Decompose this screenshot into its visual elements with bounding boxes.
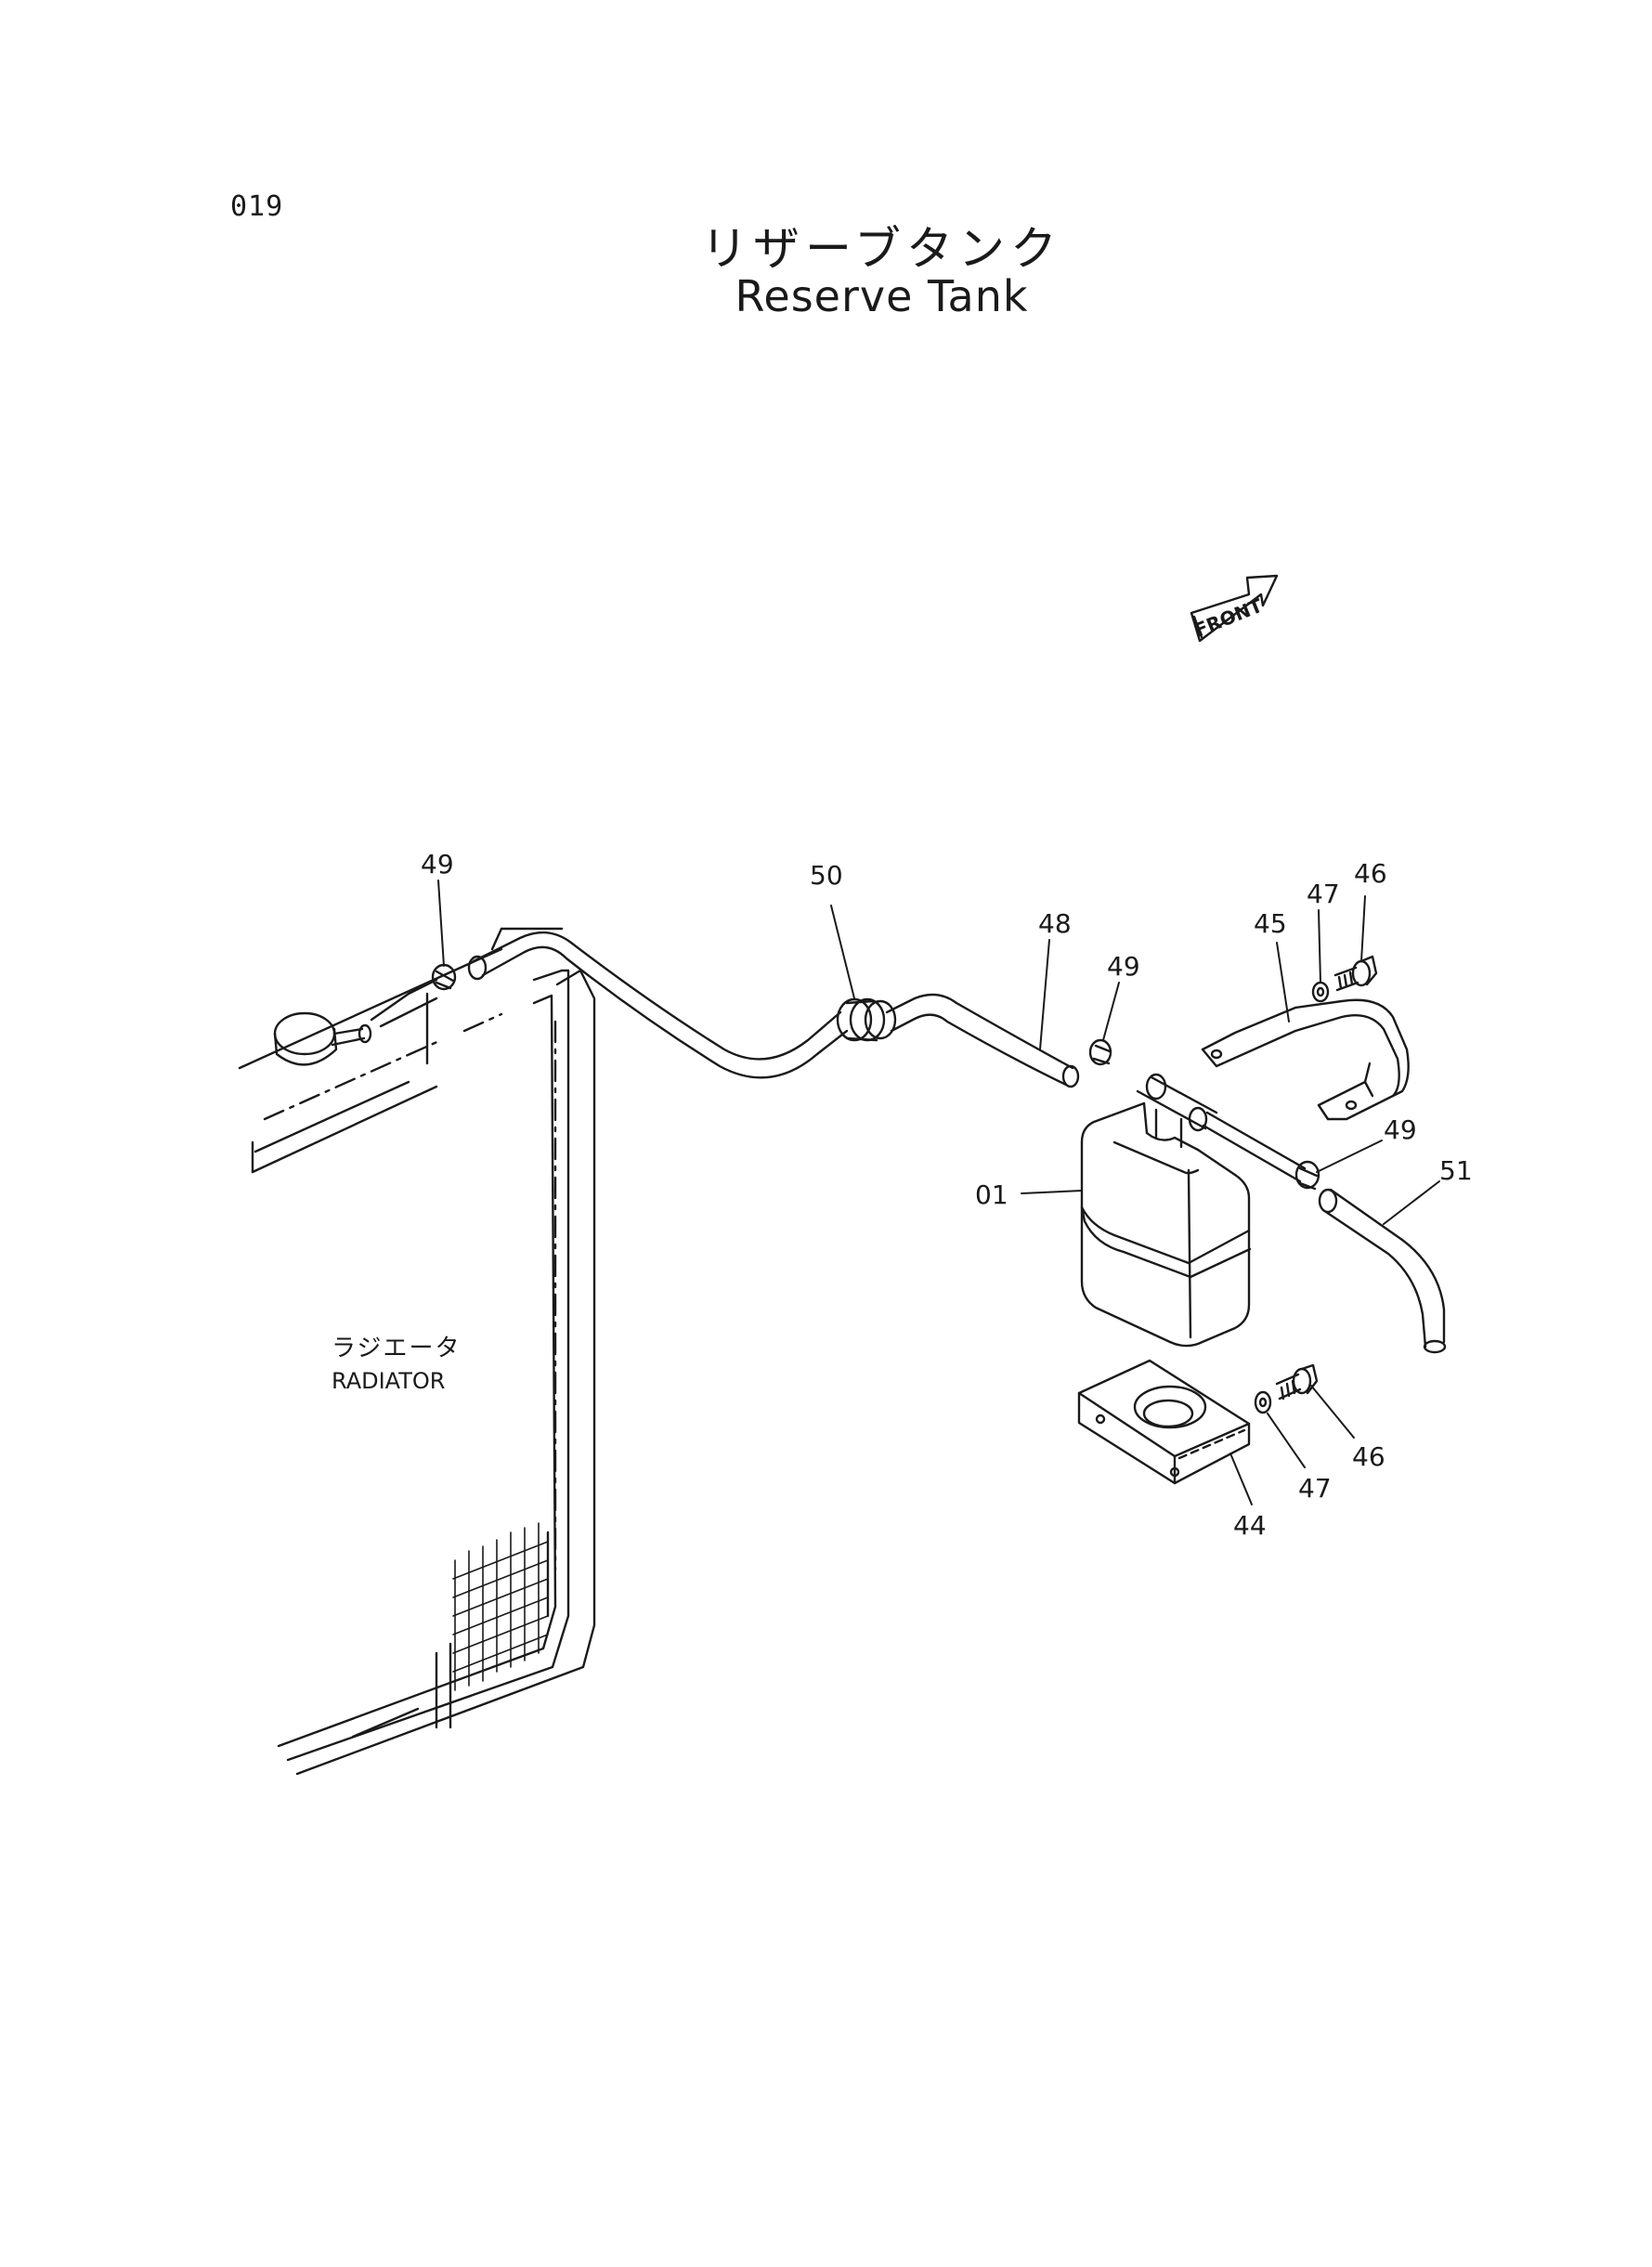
callout-01: 01 bbox=[975, 1179, 1008, 1210]
hose-48 bbox=[885, 993, 1080, 1088]
base-plate-44 bbox=[1077, 1359, 1251, 1485]
radiator-cap bbox=[273, 978, 438, 1066]
callout-44: 44 bbox=[1233, 1510, 1267, 1541]
bolt-46-upper bbox=[1333, 955, 1378, 992]
leader-49-radiator bbox=[437, 879, 445, 967]
callout-47-upper: 47 bbox=[1307, 879, 1340, 909]
radiator-label-english: RADIATOR bbox=[332, 1368, 445, 1394]
washer-47-upper bbox=[1311, 981, 1330, 1003]
leader-46-lower bbox=[1310, 1385, 1355, 1439]
tank-connector bbox=[1136, 1073, 1307, 1183]
callout-47-lower: 47 bbox=[1298, 1473, 1332, 1504]
leader-49-right bbox=[1316, 1140, 1383, 1173]
hose-51 bbox=[1318, 1188, 1447, 1354]
callout-49-right: 49 bbox=[1384, 1114, 1417, 1145]
leader-46-upper bbox=[1360, 895, 1366, 962]
callout-46-lower: 46 bbox=[1352, 1441, 1385, 1472]
leader-48 bbox=[1039, 939, 1050, 1050]
hose-clip-49-radiator bbox=[431, 963, 457, 991]
callout-50: 50 bbox=[810, 860, 843, 891]
bolt-46-lower bbox=[1275, 1363, 1319, 1401]
grommet-50 bbox=[836, 997, 897, 1042]
overflow-hose bbox=[467, 931, 849, 1079]
leader-47-lower bbox=[1267, 1413, 1306, 1468]
leader-51 bbox=[1383, 1180, 1440, 1225]
front-arrow-icon bbox=[1190, 574, 1279, 643]
callout-48: 48 bbox=[1038, 908, 1072, 939]
callout-51: 51 bbox=[1439, 1155, 1473, 1186]
washer-47-lower bbox=[1254, 1390, 1272, 1414]
callout-49-middle: 49 bbox=[1107, 951, 1140, 982]
callout-49-radiator: 49 bbox=[421, 849, 454, 879]
hose-clip-49-right bbox=[1294, 1160, 1320, 1191]
leader-49-middle bbox=[1102, 982, 1120, 1041]
leader-45 bbox=[1276, 942, 1290, 1023]
callout-45: 45 bbox=[1254, 908, 1287, 939]
leader-47-upper bbox=[1318, 909, 1321, 984]
hose-clip-49-middle bbox=[1088, 1038, 1112, 1066]
callout-46-upper: 46 bbox=[1354, 858, 1387, 889]
leader-01 bbox=[1021, 1190, 1083, 1194]
page-title-japanese: リザーブタンク bbox=[701, 222, 1062, 276]
radiator-label-japanese: ラジエータ bbox=[332, 1335, 461, 1362]
radiator-outline bbox=[238, 927, 596, 1776]
leader-50 bbox=[830, 905, 855, 999]
page-number: 019 bbox=[230, 190, 284, 223]
page-title-english: Reserve Tank bbox=[735, 271, 1029, 321]
reserve-tank-01 bbox=[1080, 1101, 1252, 1348]
bracket-45 bbox=[1201, 998, 1410, 1121]
leader-44 bbox=[1229, 1453, 1253, 1505]
